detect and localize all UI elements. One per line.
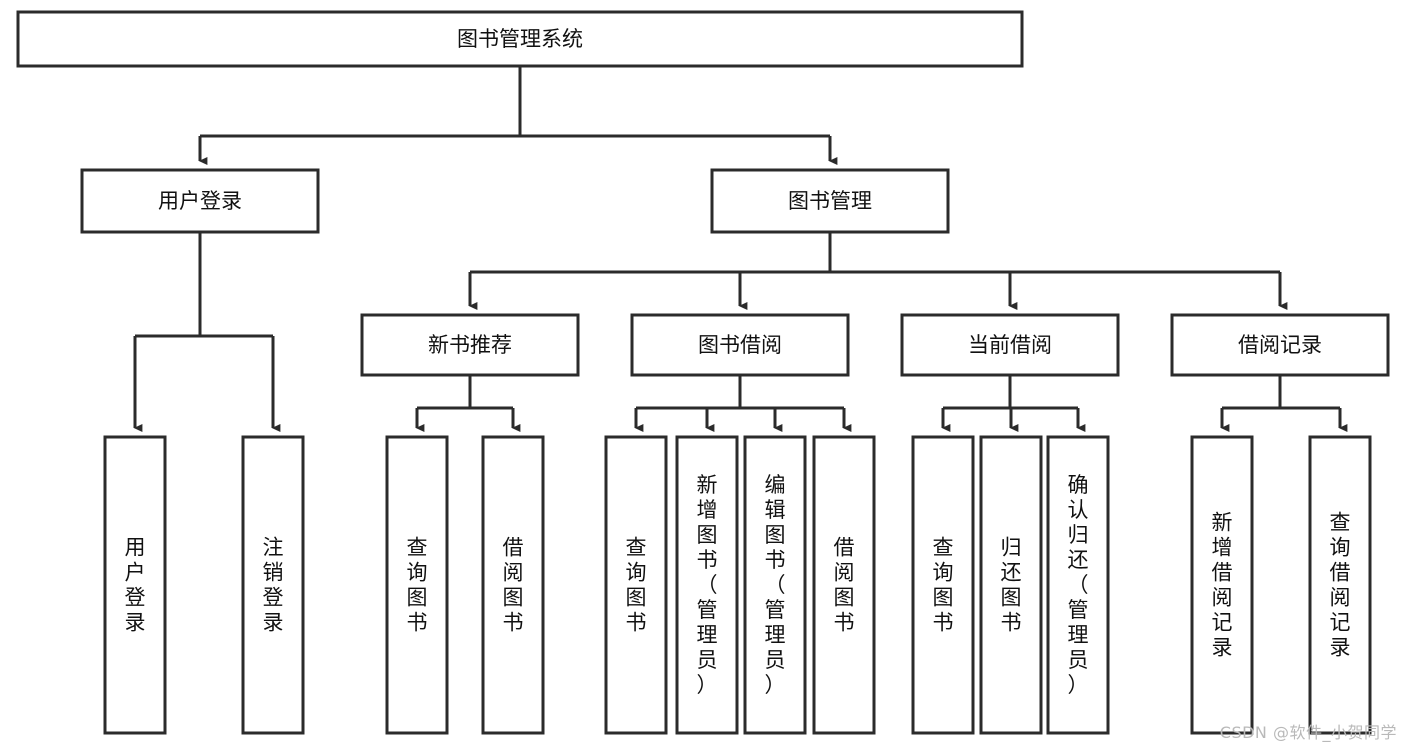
flow-node-leaf-0[interactable]: 用户登录 [103, 435, 167, 735]
node-label: 查询图书 [933, 536, 954, 635]
flow-node-leaf-3[interactable]: 借阅图书 [481, 435, 545, 735]
node-label: 注销登录 [263, 536, 284, 635]
node-box [481, 435, 545, 735]
flow-node-leaf-11[interactable]: 新增借阅记录 [1190, 435, 1254, 735]
node-label: 借阅图书 [503, 536, 524, 635]
flow-node-leaf-12[interactable]: 查询借阅记录 [1308, 435, 1372, 735]
node-label: 新增借阅记录 [1212, 511, 1233, 660]
node-box [604, 435, 668, 735]
node-box [16, 10, 1024, 68]
node-label: 用户登录 [158, 189, 242, 213]
flow-node-l3-1[interactable]: 图书借阅 [630, 313, 850, 377]
flow-node-leaf-4[interactable]: 查询图书 [604, 435, 668, 735]
node-label: 查询图书 [626, 536, 647, 635]
node-label: 新增图书（管理员） [697, 473, 718, 697]
node-box [360, 313, 580, 377]
flow-node-leaf-7[interactable]: 借阅图书 [812, 435, 876, 735]
node-box [743, 435, 807, 735]
node-label: 图书借阅 [698, 333, 782, 357]
node-box [1190, 435, 1254, 735]
node-label: 图书管理系统 [457, 27, 583, 51]
node-label: 编辑图书（管理员） [765, 473, 786, 697]
node-box [812, 435, 876, 735]
node-box [1308, 435, 1372, 735]
node-label: 新书推荐 [428, 333, 512, 357]
node-label: 归还图书 [1001, 536, 1022, 635]
flow-node-leaf-6[interactable]: 编辑图书（管理员） [743, 435, 807, 735]
flow-node-leaf-8[interactable]: 查询图书 [911, 435, 975, 735]
node-box [103, 435, 167, 735]
node-label: 借阅记录 [1238, 333, 1322, 357]
node-box [630, 313, 850, 377]
node-label: 当前借阅 [968, 333, 1052, 357]
node-box [675, 435, 739, 735]
flow-node-l3-2[interactable]: 当前借阅 [900, 313, 1120, 377]
node-label: 查询借阅记录 [1330, 511, 1351, 660]
node-box [1046, 435, 1110, 735]
node-box [241, 435, 305, 735]
node-label: 图书管理 [788, 189, 872, 213]
flow-node-leaf-1[interactable]: 注销登录 [241, 435, 305, 735]
csdn-watermark: CSDN @软件_小贺同学 [1219, 723, 1397, 742]
flow-node-l2-0[interactable]: 用户登录 [80, 168, 320, 234]
flow-node-leaf-2[interactable]: 查询图书 [385, 435, 449, 735]
flow-node-leaf-9[interactable]: 归还图书 [979, 435, 1043, 735]
flow-node-root-0[interactable]: 图书管理系统 [16, 10, 1024, 68]
flow-node-leaf-10[interactable]: 确认归还（管理员） [1046, 435, 1110, 735]
node-label: 用户登录 [125, 536, 146, 635]
flow-node-l2-1[interactable]: 图书管理 [710, 168, 950, 234]
flow-node-l3-3[interactable]: 借阅记录 [1170, 313, 1390, 377]
node-box [900, 313, 1120, 377]
connector-layer [133, 66, 1348, 432]
node-box [385, 435, 449, 735]
node-box [710, 168, 950, 234]
node-box [979, 435, 1043, 735]
node-label: 查询图书 [407, 536, 428, 635]
node-box [1170, 313, 1390, 377]
node-label: 确认归还（管理员） [1068, 473, 1089, 697]
node-layer: 图书管理系统用户登录图书管理新书推荐图书借阅当前借阅借阅记录用户登录注销登录查询… [16, 10, 1390, 735]
node-box [911, 435, 975, 735]
node-box [80, 168, 320, 234]
flow-node-l3-0[interactable]: 新书推荐 [360, 313, 580, 377]
node-label: 借阅图书 [834, 536, 855, 635]
flow-node-leaf-5[interactable]: 新增图书（管理员） [675, 435, 739, 735]
